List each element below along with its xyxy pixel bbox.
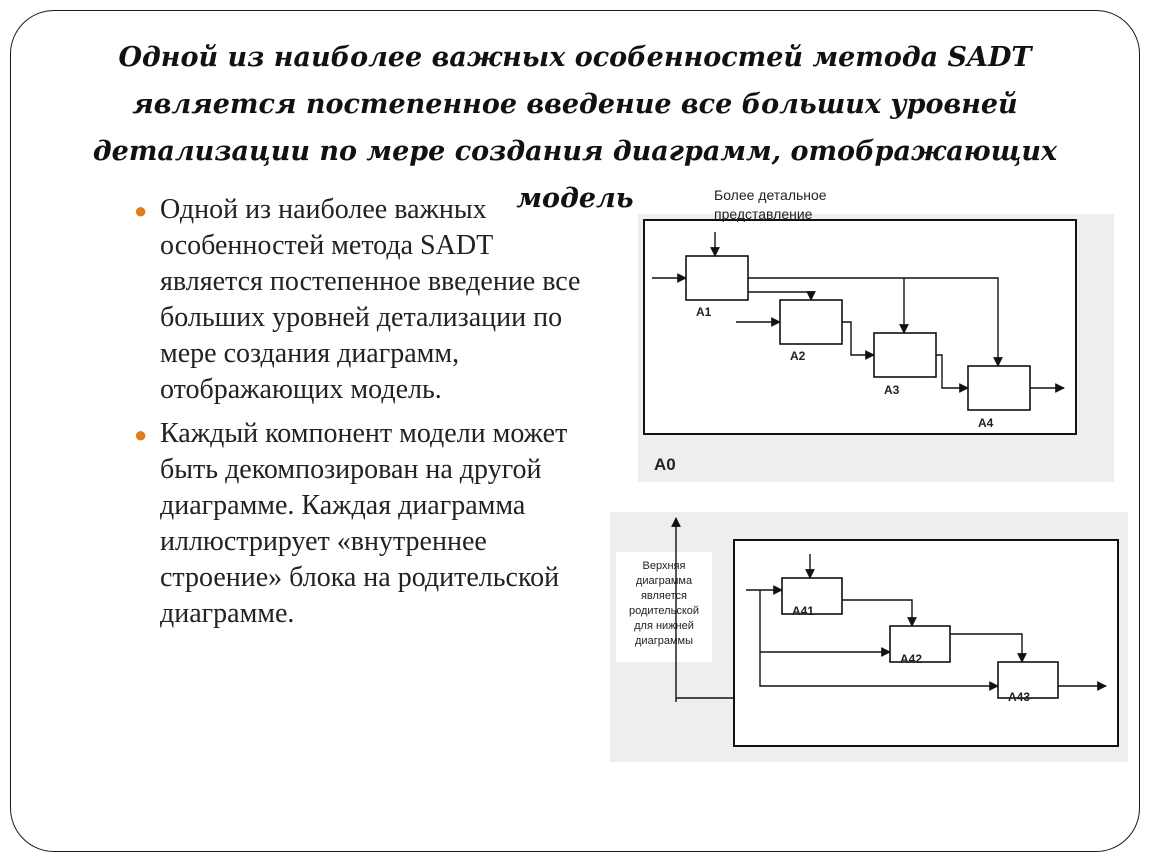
parent-note-line: для нижней	[634, 620, 694, 632]
block-a2-label: A2	[790, 349, 806, 363]
bullet-item: ● Каждый компонент модели может быть дек…	[132, 416, 602, 632]
block-a3-label: A3	[884, 383, 900, 397]
block-a3	[873, 332, 937, 378]
block-a41-label: A41	[792, 604, 814, 618]
block-a43	[997, 661, 1059, 699]
top-diagram-arrows	[652, 232, 1065, 393]
detail-caption-line1: Более детальное	[714, 187, 827, 203]
bullet-text: Каждый компонент модели может быть деком…	[160, 418, 568, 629]
block-a4-label: A4	[978, 416, 994, 430]
bullet-text: Одной из наиболее важных особенностей ме…	[160, 194, 581, 405]
parent-note-line: диаграмма	[636, 575, 693, 587]
a0-label: A0	[654, 455, 676, 474]
bullet-list: ● Одной из наиболее важных особенностей …	[132, 192, 602, 640]
bullet-dot-icon: ●	[134, 422, 148, 447]
block-a2	[779, 299, 843, 345]
parent-note-line: диаграммы	[635, 635, 693, 647]
bullet-item: ● Одной из наиболее важных особенностей …	[132, 192, 602, 408]
parent-note-line: родительской	[629, 605, 699, 617]
block-a43-label: A43	[1008, 690, 1030, 704]
block-a42	[889, 625, 951, 663]
block-a1	[685, 255, 749, 301]
slide-title: Одной из наиболее важных особенностей ме…	[92, 42, 1058, 214]
bottom-diagram-arrows	[671, 517, 1107, 702]
block-a4	[967, 365, 1031, 411]
top-diagram: Более детальное представление A0 A1 A2 A…	[638, 187, 1114, 482]
bullet-dot-icon: ●	[134, 198, 148, 223]
block-a42-label: A42	[900, 652, 922, 666]
bottom-diagram: Верхняя диаграмма является родительской …	[610, 512, 1128, 762]
parent-note-line: Верхняя	[643, 560, 686, 572]
slide-frame	[10, 10, 1140, 852]
block-a41	[781, 577, 843, 615]
detail-caption-line2: представление	[714, 206, 813, 222]
parent-note-box	[616, 552, 712, 662]
parent-note-line: является	[641, 590, 687, 602]
block-a1-label: A1	[696, 305, 712, 319]
